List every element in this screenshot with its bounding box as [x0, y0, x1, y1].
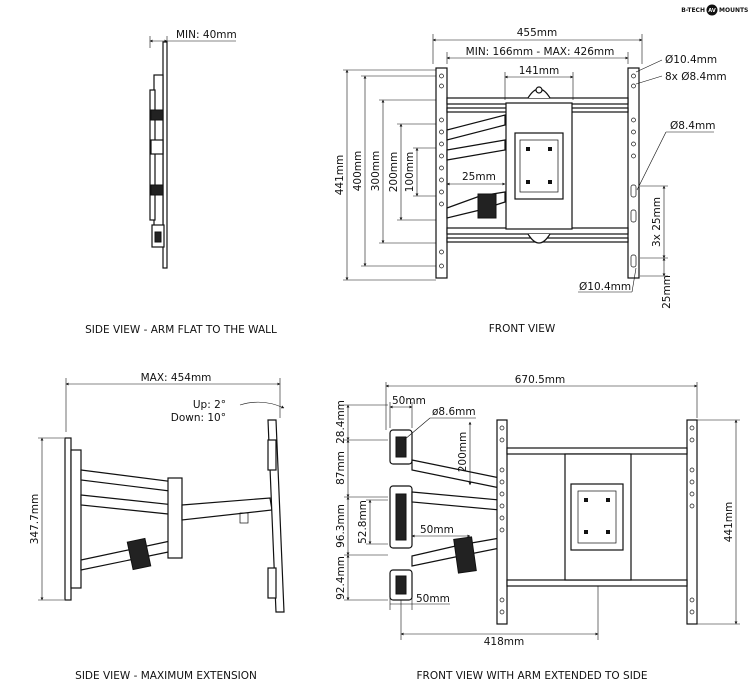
front-ext-wall-bracket-top-inner — [395, 436, 407, 458]
front-ext-top-h: 28.4mm — [335, 400, 347, 444]
front-left-rail — [435, 67, 448, 279]
side-ext-tilt-up: Up: 2° — [193, 399, 226, 411]
side-ext-tilt-arc — [239, 401, 285, 409]
front-hole-slot: Ø8.4mm — [670, 120, 715, 132]
front-ext-inner-50: 50mm — [420, 524, 454, 536]
front-hole-leader-2 — [635, 75, 663, 85]
brand-right-text: MOUNTS — [719, 7, 748, 14]
front-range-label: MIN: 166mm - MAX: 426mm — [466, 46, 615, 58]
front-vesa-plate — [514, 132, 564, 200]
front-ext-hole-leader — [403, 417, 431, 441]
side-ext-caption: SIDE VIEW - MAXIMUM EXTENSION — [75, 670, 257, 682]
front-right-rail — [627, 67, 640, 279]
side-ext-height-label: 347.7mm — [29, 494, 41, 545]
side-ext-forearm — [181, 497, 273, 521]
front-ext-rail-holes — [499, 425, 695, 615]
front-ext-hole: ø8.6mm — [432, 406, 476, 418]
front-ext-wall-bracket-mid-inner — [395, 493, 407, 541]
side-flat-caption: SIDE VIEW - ARM FLAT TO THE WALL — [85, 324, 277, 336]
front-rail-holes — [439, 73, 637, 269]
side-ext-max-depth: MAX: 454mm — [141, 372, 212, 384]
front-slot-end-label: 25mm — [661, 275, 673, 309]
front-ext-h87: 87mm — [335, 451, 347, 485]
brand-badge-circle — [706, 4, 718, 16]
front-ext-h96: 96.3mm — [335, 504, 347, 548]
brand-logo: B-TECH AV MOUNTS — [681, 4, 748, 16]
front-ext-h52: 52.8mm — [357, 500, 369, 544]
side-flat-lower-knob — [154, 231, 162, 243]
side-flat-wall-plate — [149, 89, 156, 221]
front-ext-vesa-inner — [577, 490, 617, 544]
front-width-label: 455mm — [517, 27, 558, 39]
front-ext-wall-bracket-bottom-inner — [395, 575, 407, 595]
front-vesa-hole-1 — [526, 147, 530, 151]
front-bottom-handle — [527, 233, 551, 244]
front-vesa-inner — [519, 139, 559, 193]
front-ext-vesa-plate — [570, 483, 624, 551]
side-ext-clamp — [126, 537, 152, 571]
side-ext-tv-bracket-top — [267, 439, 277, 471]
side-ext-wall-plate — [64, 437, 72, 601]
front-hole-large-bottom: Ø10.4mm — [579, 281, 631, 293]
side-flat-joint-1 — [150, 109, 164, 121]
front-h300-label: 300mm — [370, 151, 382, 192]
front-ext-vesa-hole-1 — [584, 498, 588, 502]
front-ext-bracket-w-top: 50mm — [392, 395, 426, 407]
front-ext-bracket-w-bottom: 50mm — [416, 593, 450, 605]
front-ext-left-rail — [496, 419, 508, 625]
side-ext-cable-clip — [239, 512, 249, 524]
front-vesa-hole-4 — [548, 180, 552, 184]
front-hole-large-top: Ø10.4mm — [665, 54, 717, 66]
front-caption: FRONT VIEW — [489, 323, 556, 335]
front-vesa-width-label: 141mm — [519, 65, 560, 77]
front-arm-1 — [446, 114, 506, 141]
front-arm-2 — [446, 139, 506, 161]
front-arm-clamp — [477, 193, 497, 219]
front-h441-label: 441mm — [334, 155, 346, 196]
side-flat-joint-3 — [150, 184, 164, 196]
front-ext-vert-200: 200mm — [457, 432, 469, 473]
front-h200-label: 200mm — [388, 152, 400, 193]
side-ext-tv-bracket-bottom — [267, 567, 277, 599]
front-view: 455mm MIN: 166mm - MAX: 426mm 141mm Ø10.… — [334, 27, 727, 335]
front-vesa-hole-2 — [548, 147, 552, 151]
front-ext-vesa-hole-4 — [606, 530, 610, 534]
front-slot-pitch-label: 3x 25mm — [651, 197, 663, 247]
front-ext-top-bar — [506, 447, 688, 455]
front-ext-clamp — [453, 536, 477, 574]
front-ext-arm-1 — [411, 459, 501, 489]
front-hole-small-count: 8x Ø8.4mm — [665, 71, 727, 83]
side-ext-wall-bracket — [70, 449, 82, 589]
side-ext-view: MAX: 454mm Up: 2° Down: 10° 347.7mm SIDE… — [29, 372, 285, 682]
side-flat-joint-2 — [150, 139, 164, 155]
side-ext-arm-upper — [80, 469, 179, 493]
front-ext-h441: 441mm — [723, 502, 735, 543]
side-ext-tilt-down: Down: 10° — [171, 412, 226, 424]
brand-left-text: B-TECH — [681, 7, 705, 14]
front-h400-label: 400mm — [352, 151, 364, 192]
side-ext-arm-mid — [80, 494, 179, 516]
front-ext-h92: 92.4mm — [335, 556, 347, 600]
front-ext-vesa-hole-3 — [584, 530, 588, 534]
front-vesa-hole-3 — [526, 180, 530, 184]
side-ext-elbow — [167, 477, 183, 559]
front-slot-leader — [636, 131, 667, 191]
front-gap-25-label: 25mm — [462, 171, 496, 183]
front-top-handle-hole — [535, 86, 543, 94]
side-flat-min-depth: MIN: 40mm — [176, 29, 237, 41]
front-ext-total-width: 670.5mm — [515, 374, 566, 386]
front-hole-leader-1 — [635, 59, 663, 73]
front-bottom-hole-leader — [631, 267, 637, 293]
front-ext-right-rail — [686, 419, 698, 625]
front-h100-label: 100mm — [404, 152, 416, 193]
front-ext-offset: 418mm — [484, 636, 525, 648]
front-ext-bottom-bar — [506, 579, 688, 587]
front-ext-view: 670.5mm 50mm ø8.6mm 28.4mm 87mm 96.3mm 9… — [335, 374, 740, 682]
side-flat-view: MIN: 40mm SIDE VIEW - ARM FLAT TO THE WA… — [85, 29, 277, 336]
front-ext-caption: FRONT VIEW WITH ARM EXTENDED TO SIDE — [416, 670, 647, 682]
front-ext-vesa-hole-2 — [606, 498, 610, 502]
brand-badge-text: AV — [708, 8, 716, 14]
front-ext-arm-2 — [411, 491, 501, 511]
